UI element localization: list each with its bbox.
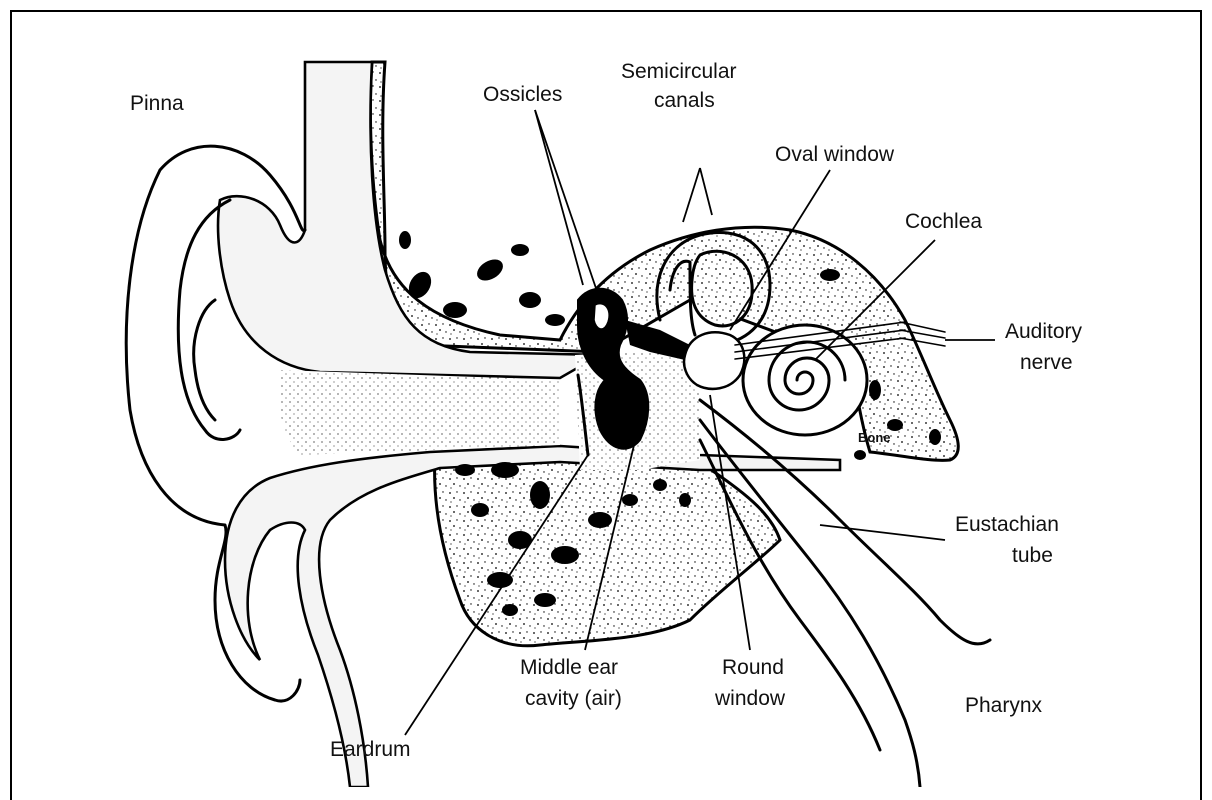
- label-eardrum: Eardrum: [330, 738, 411, 761]
- label-ossicles: Ossicles: [483, 83, 562, 106]
- label-eustachian-1: Eustachian: [955, 513, 1059, 536]
- concha-region: [279, 370, 560, 455]
- label-pinna: Pinna: [130, 92, 184, 115]
- label-round-window-2: window: [714, 687, 786, 710]
- label-middle-ear-2: cavity (air): [525, 687, 622, 710]
- eustachian-tube-lower: [700, 420, 920, 787]
- pinna-antihelix: [194, 300, 215, 420]
- ossicles-inner: [594, 304, 609, 329]
- lower-temporal-bone: [435, 450, 780, 646]
- label-round-window-1: Round: [722, 656, 784, 679]
- vestibule: [684, 332, 744, 389]
- leader-ossicles: [535, 110, 600, 300]
- label-auditory-nerve-1: Auditory: [1005, 320, 1083, 343]
- label-bone: Bone: [858, 430, 891, 445]
- label-semicircular-1: Semicircular: [621, 60, 737, 83]
- leader-semicircular: [683, 168, 700, 222]
- label-eustachian-2: tube: [1012, 544, 1053, 567]
- label-auditory-nerve-2: nerve: [1020, 351, 1073, 374]
- label-semicircular-2: canals: [654, 89, 715, 112]
- semicircular-canal-mid: [692, 251, 753, 326]
- ear-canal-upper-wall: [218, 62, 600, 378]
- label-pharynx: Pharynx: [965, 694, 1043, 717]
- label-middle-ear-1: Middle ear: [520, 656, 618, 679]
- label-oval-window: Oval window: [775, 143, 895, 166]
- leader-eustachian: [820, 525, 945, 540]
- label-cochlea: Cochlea: [905, 210, 982, 233]
